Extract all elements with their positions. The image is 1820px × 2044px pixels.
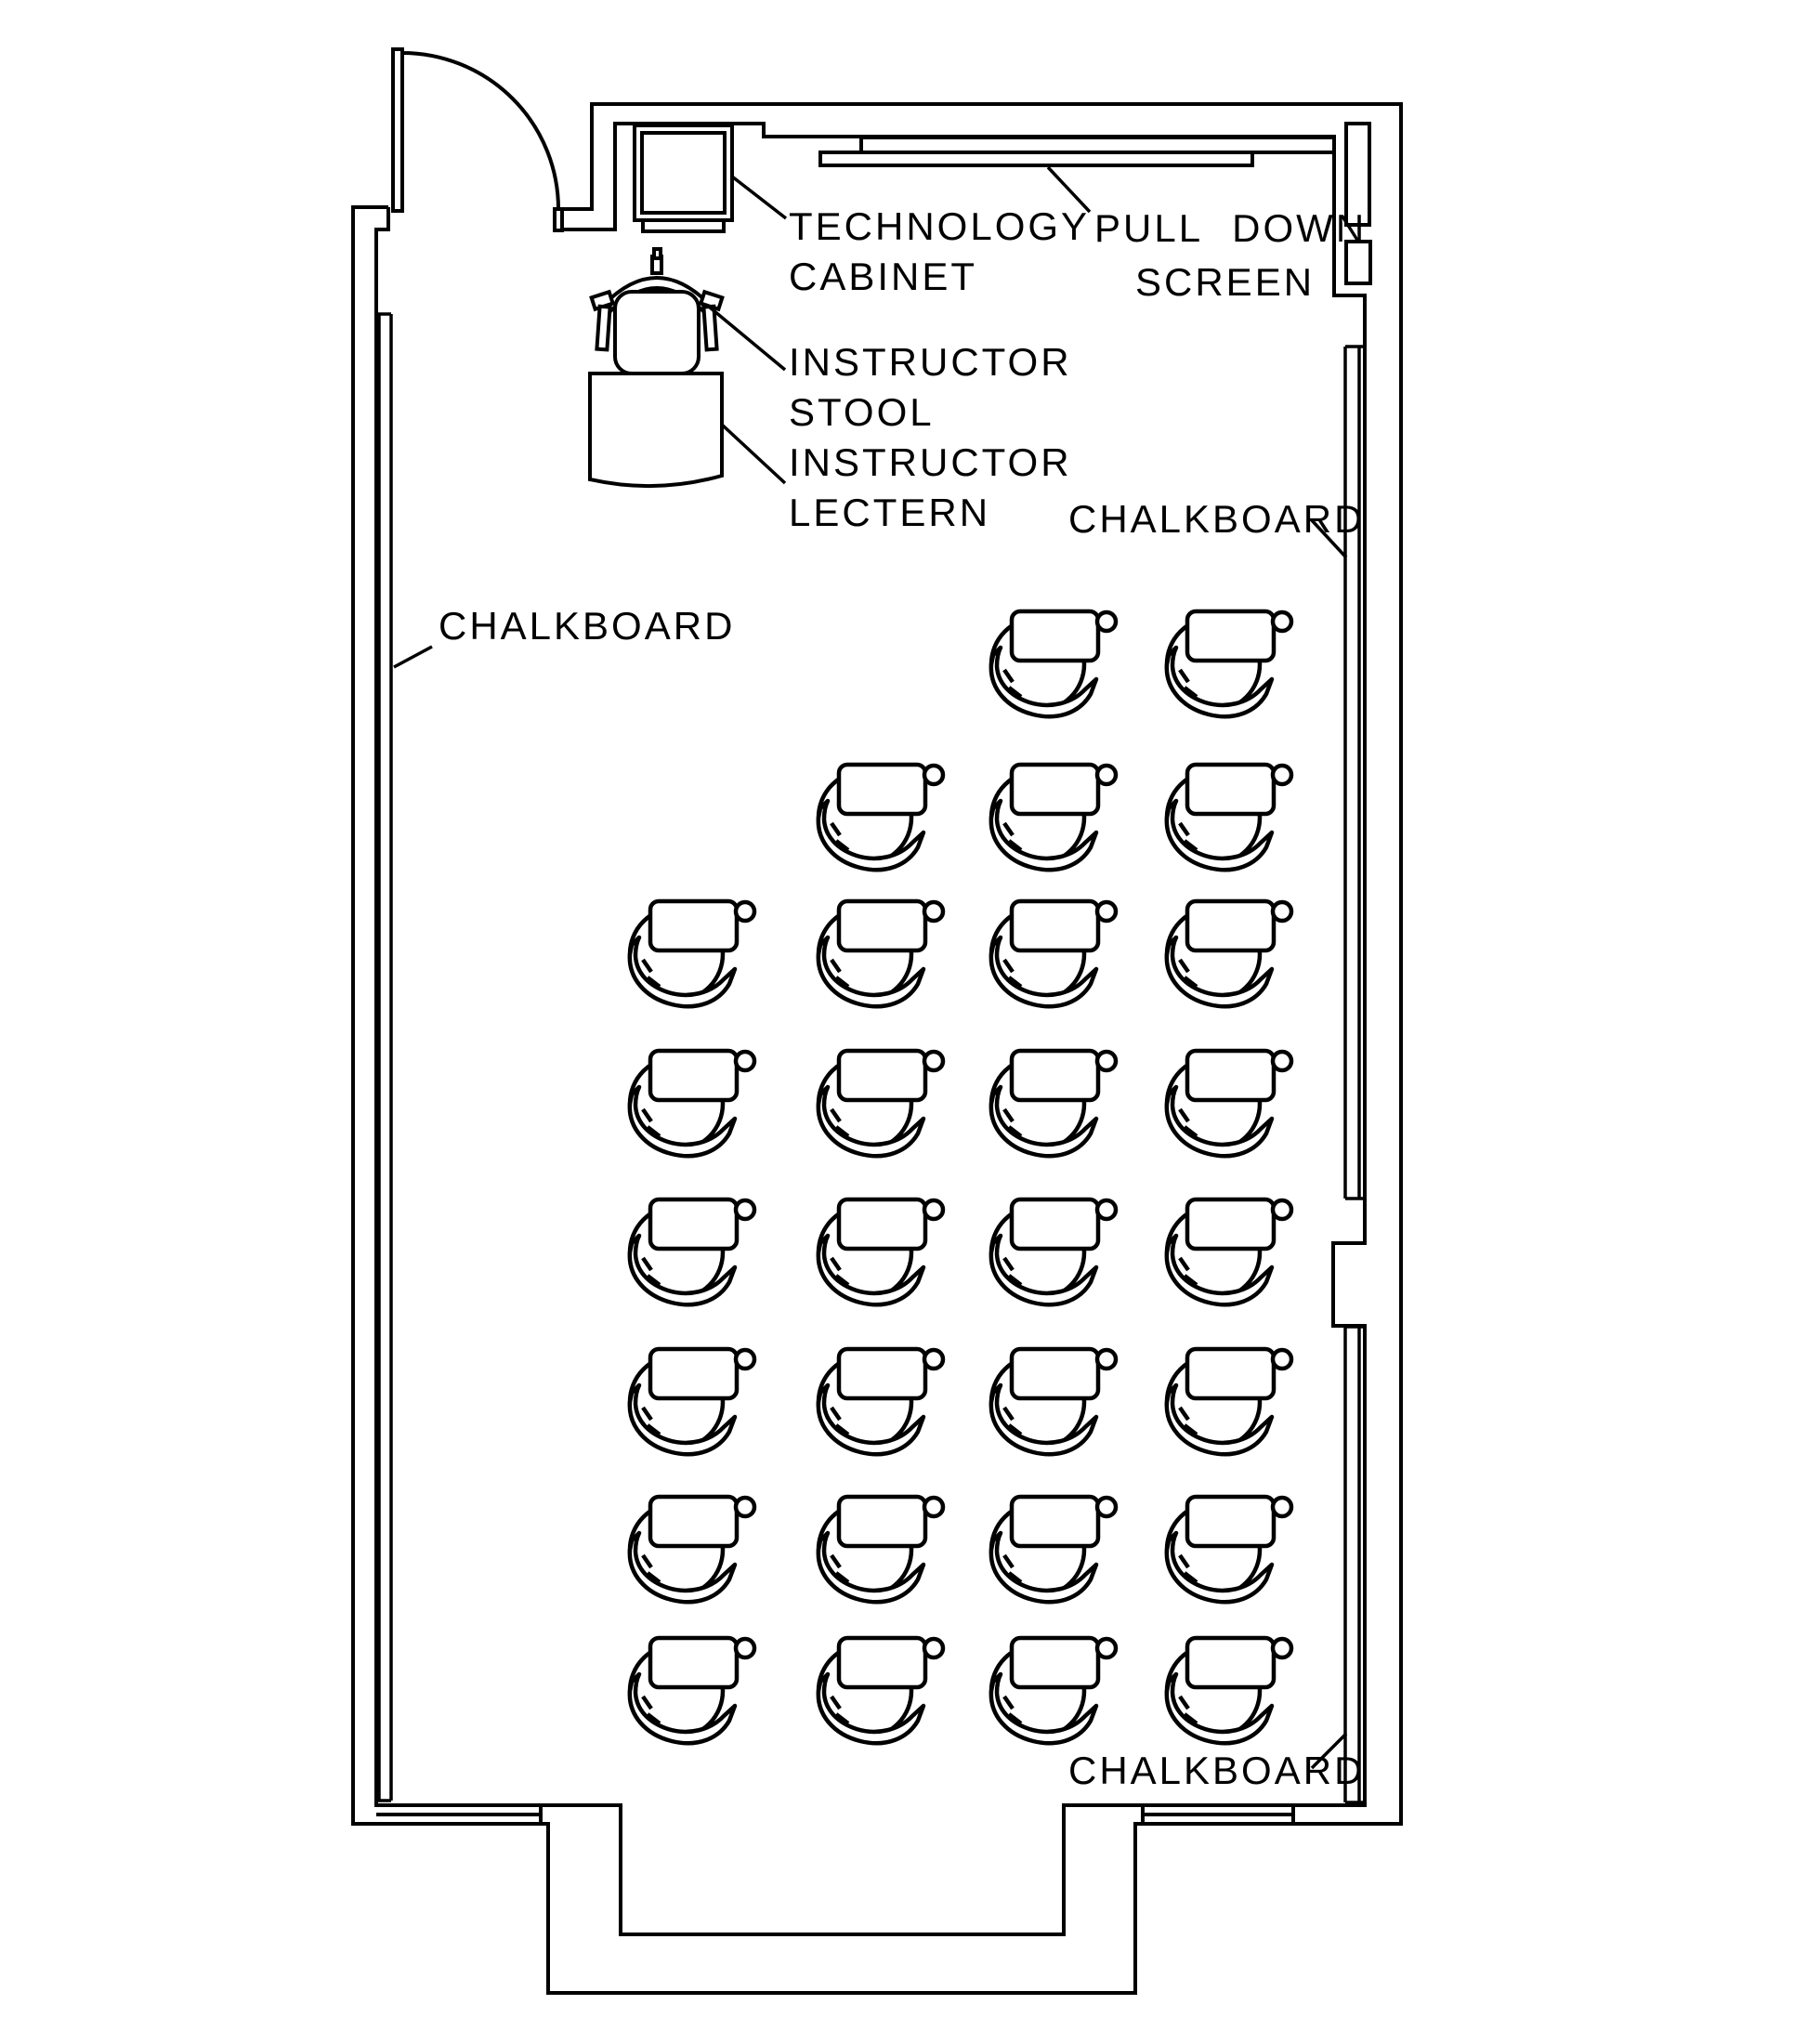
leader-lines [393, 165, 1348, 1770]
student-desk [1167, 1199, 1291, 1304]
student-desk [818, 1638, 943, 1743]
student-desk [991, 1349, 1116, 1454]
labels: TECHNOLOGY CABINET PULL DOWN SCREEN INST… [439, 204, 1367, 1792]
leader-chalkboard-left [393, 645, 433, 669]
label-instructor-stool-line1: INSTRUCTOR [789, 340, 1072, 384]
walls [351, 102, 1403, 1995]
student-desk [1167, 1051, 1291, 1156]
bottom-wall-strip-left [376, 1805, 543, 1824]
outer-wall [351, 102, 1403, 1995]
student-desk [630, 1051, 754, 1156]
leader-instructor-lectern [720, 423, 787, 485]
chalkboard-left-wall [376, 312, 393, 1802]
student-desk [818, 1349, 943, 1454]
entry-door [391, 47, 560, 213]
student-desk [991, 901, 1116, 1006]
student-desk [1167, 1349, 1291, 1454]
inner-wall [374, 122, 1367, 1936]
leader-chalkboard-bottom [1310, 1732, 1348, 1770]
stool-top-post-cap [652, 247, 662, 260]
screen-case [818, 151, 1254, 167]
student-desk [1167, 611, 1291, 716]
door-jamb [553, 207, 564, 232]
student-desk [1167, 1497, 1291, 1602]
student-desk [1167, 765, 1291, 870]
student-desk [630, 901, 754, 1006]
student-desk [991, 765, 1116, 870]
label-chalkboard-right: CHALKBOARD [1068, 497, 1365, 541]
student-desk [630, 1199, 754, 1304]
student-desk [818, 765, 943, 870]
stool-back-outer [602, 276, 712, 307]
cabinet-inner [640, 131, 727, 215]
cabinet-base [641, 218, 726, 233]
chalkboards [376, 312, 1365, 1804]
screen-housing [859, 136, 1336, 154]
pull-down-screen [818, 136, 1336, 167]
label-instructor-lectern-line1: INSTRUCTOR [789, 440, 1072, 484]
label-chalkboard-bottom: CHALKBOARD [1068, 1749, 1365, 1792]
instructor-stool [589, 247, 725, 378]
wall-recess-box-tall [1344, 122, 1371, 227]
door-leaf [391, 47, 404, 213]
student-desk [1167, 901, 1291, 1006]
stool-right-arm [701, 304, 719, 352]
chalkboard-right-wall-lower [1343, 1325, 1365, 1804]
label-chalkboard-left: CHALKBOARD [439, 604, 735, 648]
student-desk [818, 1051, 943, 1156]
student-desk [1167, 1638, 1291, 1743]
instructor-lectern [588, 372, 724, 489]
stool-seat [613, 290, 701, 375]
label-pull-down-screen-line1: PULL DOWN [1094, 206, 1367, 250]
leader-chalkboard-right [1310, 518, 1348, 559]
door-swing-arc [401, 51, 560, 210]
student-desk [991, 611, 1116, 716]
wall-recess-box-short [1344, 240, 1372, 285]
student-desk [630, 1349, 754, 1454]
label-pull-down-screen-line2: SCREEN [1135, 260, 1315, 304]
student-desk [991, 1497, 1116, 1602]
label-technology-cabinet-line2: CABINET [789, 255, 977, 298]
student-desk [991, 1199, 1116, 1304]
label-instructor-lectern-line2: LECTERN [789, 491, 990, 534]
label-technology-cabinet-line1: TECHNOLOGY [789, 204, 1090, 248]
student-desk [818, 1497, 943, 1602]
leader-pull-down-screen [1046, 165, 1092, 214]
chalkboard-right-wall-upper [1343, 345, 1365, 1200]
student-desk [818, 1199, 943, 1304]
leader-instructor-stool [707, 305, 787, 372]
leader-technology-cabinet [730, 175, 788, 220]
student-desk [630, 1638, 754, 1743]
stool-left-arm [595, 304, 612, 352]
student-desk [630, 1497, 754, 1602]
student-desk [991, 1638, 1116, 1743]
label-instructor-stool-line2: STOOL [789, 390, 935, 434]
student-desk-grid [630, 611, 1291, 1743]
bottom-wall-strip-right [1141, 1805, 1295, 1824]
technology-cabinet [633, 124, 734, 233]
student-desk [991, 1051, 1116, 1156]
student-desk [818, 901, 943, 1006]
